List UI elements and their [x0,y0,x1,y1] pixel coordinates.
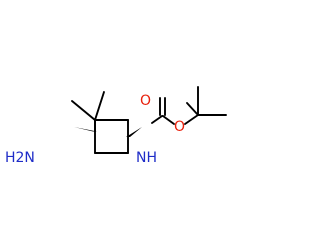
wedge-bond-amine [74,127,97,132]
methyl-bond-2 [94,91,105,121]
ester-o-label: O [174,119,185,135]
carbamate-nh-label: NH [136,150,157,166]
structure-svg: H2N NH O O [5,86,227,166]
tbu-methyl-left [186,102,199,116]
amine-n-label: H2N [5,150,35,166]
methyl-bond-1 [71,100,96,121]
wedge-bond-carbamate [126,127,142,137]
carbonyl-o-label: O [140,93,151,109]
ester-o-to-tbu-bond [184,114,199,125]
carbonyl-to-ester-o-bond [162,115,175,125]
nh-to-carbonyl-bond [151,115,163,124]
molecule-diagram: H2N NH O O [5,86,227,166]
